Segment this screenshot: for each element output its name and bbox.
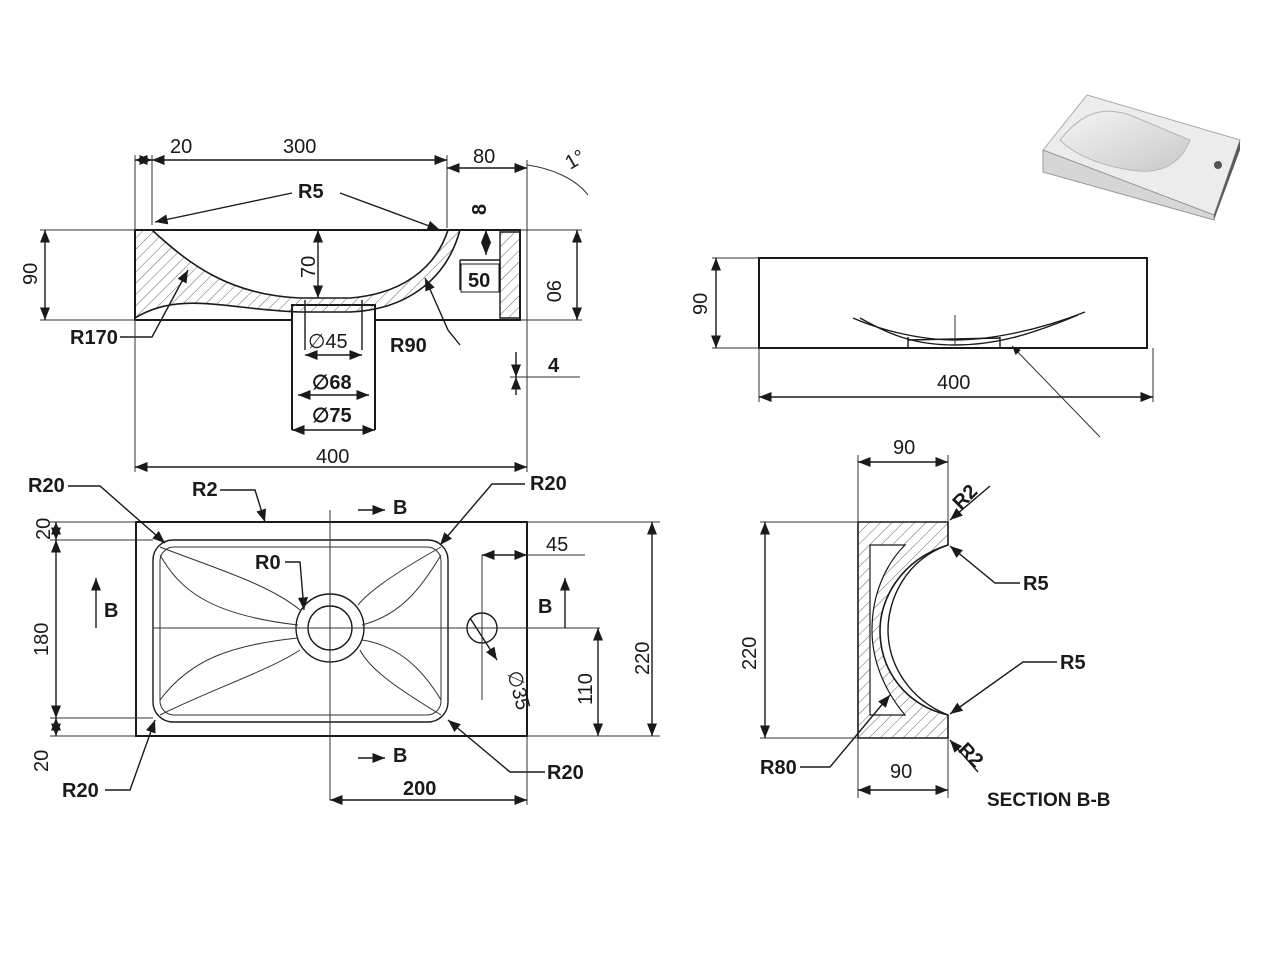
dim-70-label: 70	[298, 256, 320, 278]
sec-r5-top-label: R5	[1023, 573, 1049, 595]
sec-dim-220-label: 220	[739, 637, 761, 670]
dim-80-label: 80	[473, 146, 495, 168]
r20-br-label: R20	[547, 762, 584, 784]
dim-20-bottom-label: 20	[31, 750, 53, 772]
dim-180-label: 180	[31, 623, 53, 656]
b-bottom-label: B	[393, 745, 407, 767]
dim-20-top-label: 20	[33, 518, 55, 540]
sec-r80-label: R80	[760, 757, 797, 779]
r2-label: R2	[192, 479, 218, 501]
dim-90-right-label: 90	[542, 280, 564, 302]
dim-50-label: 50	[468, 270, 490, 292]
sec-r2-top-label: R2	[949, 480, 983, 514]
r170-label: R170	[70, 327, 118, 349]
front-view: 20 300 80 1° R5 8 50 70 90 90 R170 R90	[20, 136, 590, 473]
dim-400-label: 400	[316, 446, 349, 468]
dim-8-label: 8	[469, 204, 491, 215]
dim-300-label: 300	[283, 136, 316, 158]
r20-tl-label: R20	[28, 475, 65, 497]
b-left-label: B	[104, 600, 118, 622]
dim-20-label: 20	[170, 136, 192, 158]
side-dim-400-label: 400	[937, 372, 970, 394]
top-view: B B B B R20 R2 R20 R0 R20 R20 20 180 20 …	[28, 473, 660, 806]
side-view: 90 400	[690, 257, 1154, 438]
r20-tr-label: R20	[530, 473, 567, 495]
d45-label: ∅45	[308, 331, 348, 353]
d35-label: ∅35	[502, 668, 534, 712]
dim-45-label: 45	[546, 534, 568, 556]
r90-label: R90	[390, 335, 427, 357]
sec-dim-90-bottom-label: 90	[890, 761, 912, 783]
section-b-b-view: 90 R2 R5 R5 220 R80 90 R2 SECTION B-B	[739, 437, 1111, 811]
d68-label: ∅68	[312, 372, 352, 394]
section-title: SECTION B-B	[987, 790, 1111, 811]
sec-r2-bottom-label: R2	[954, 739, 988, 773]
sec-r5-bottom-label: R5	[1060, 652, 1086, 674]
side-dim-90-label: 90	[690, 293, 712, 315]
d75-label: ∅75	[312, 405, 352, 427]
dim-110-label: 110	[575, 673, 597, 705]
b-top-label: B	[393, 497, 407, 519]
dim-200-label: 200	[403, 778, 436, 800]
r0-label: R0	[255, 552, 281, 574]
r5-label: R5	[298, 181, 324, 203]
angle-1-label: 1°	[562, 146, 590, 175]
sec-dim-90-top-label: 90	[893, 437, 915, 459]
r20-bl-label: R20	[62, 780, 99, 802]
dim-220-label: 220	[632, 642, 654, 675]
dim-90-left-label: 90	[20, 263, 42, 285]
washbasin-3d-render-icon	[1042, 94, 1241, 221]
dim-4-label: 4	[548, 355, 560, 377]
b-right-label: B	[538, 596, 552, 618]
